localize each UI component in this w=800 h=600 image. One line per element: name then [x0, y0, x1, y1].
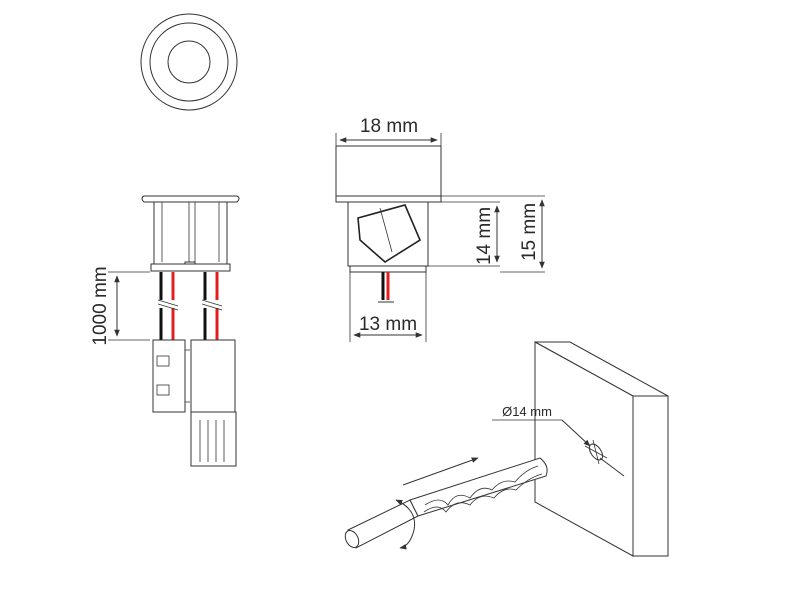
height-body-label: 14 mm — [474, 207, 495, 265]
drill-diameter-label: Ø14 mm — [502, 404, 552, 419]
cable-length-dimension: 1000 mm — [90, 266, 150, 346]
cross-section-view — [335, 145, 442, 303]
rotation-arrow-icon — [395, 499, 416, 550]
cable-length-label: 1000 mm — [90, 266, 111, 345]
connector-right — [190, 339, 237, 467]
drill-hole-marker: Ø14 mm — [492, 404, 625, 477]
side-view-light — [141, 195, 240, 272]
height-total-dimension: 15 mm — [441, 195, 545, 273]
drill-bit — [344, 457, 548, 549]
width-top-label: 18 mm — [360, 116, 418, 137]
width-bottom-label: 13 mm — [359, 314, 417, 335]
cable-pair-right — [199, 272, 224, 340]
direction-arrow — [402, 457, 479, 486]
width-bottom-dimension: 13 mm — [349, 272, 427, 342]
cable-pair-left — [155, 272, 180, 340]
connector-left — [152, 339, 190, 413]
mounting-panel — [534, 341, 669, 557]
top-view-ring — [140, 13, 238, 111]
width-top-dimension: 18 mm — [335, 116, 442, 146]
height-total-label: 15 mm — [519, 203, 540, 261]
height-body-dimension: 14 mm — [428, 201, 500, 267]
